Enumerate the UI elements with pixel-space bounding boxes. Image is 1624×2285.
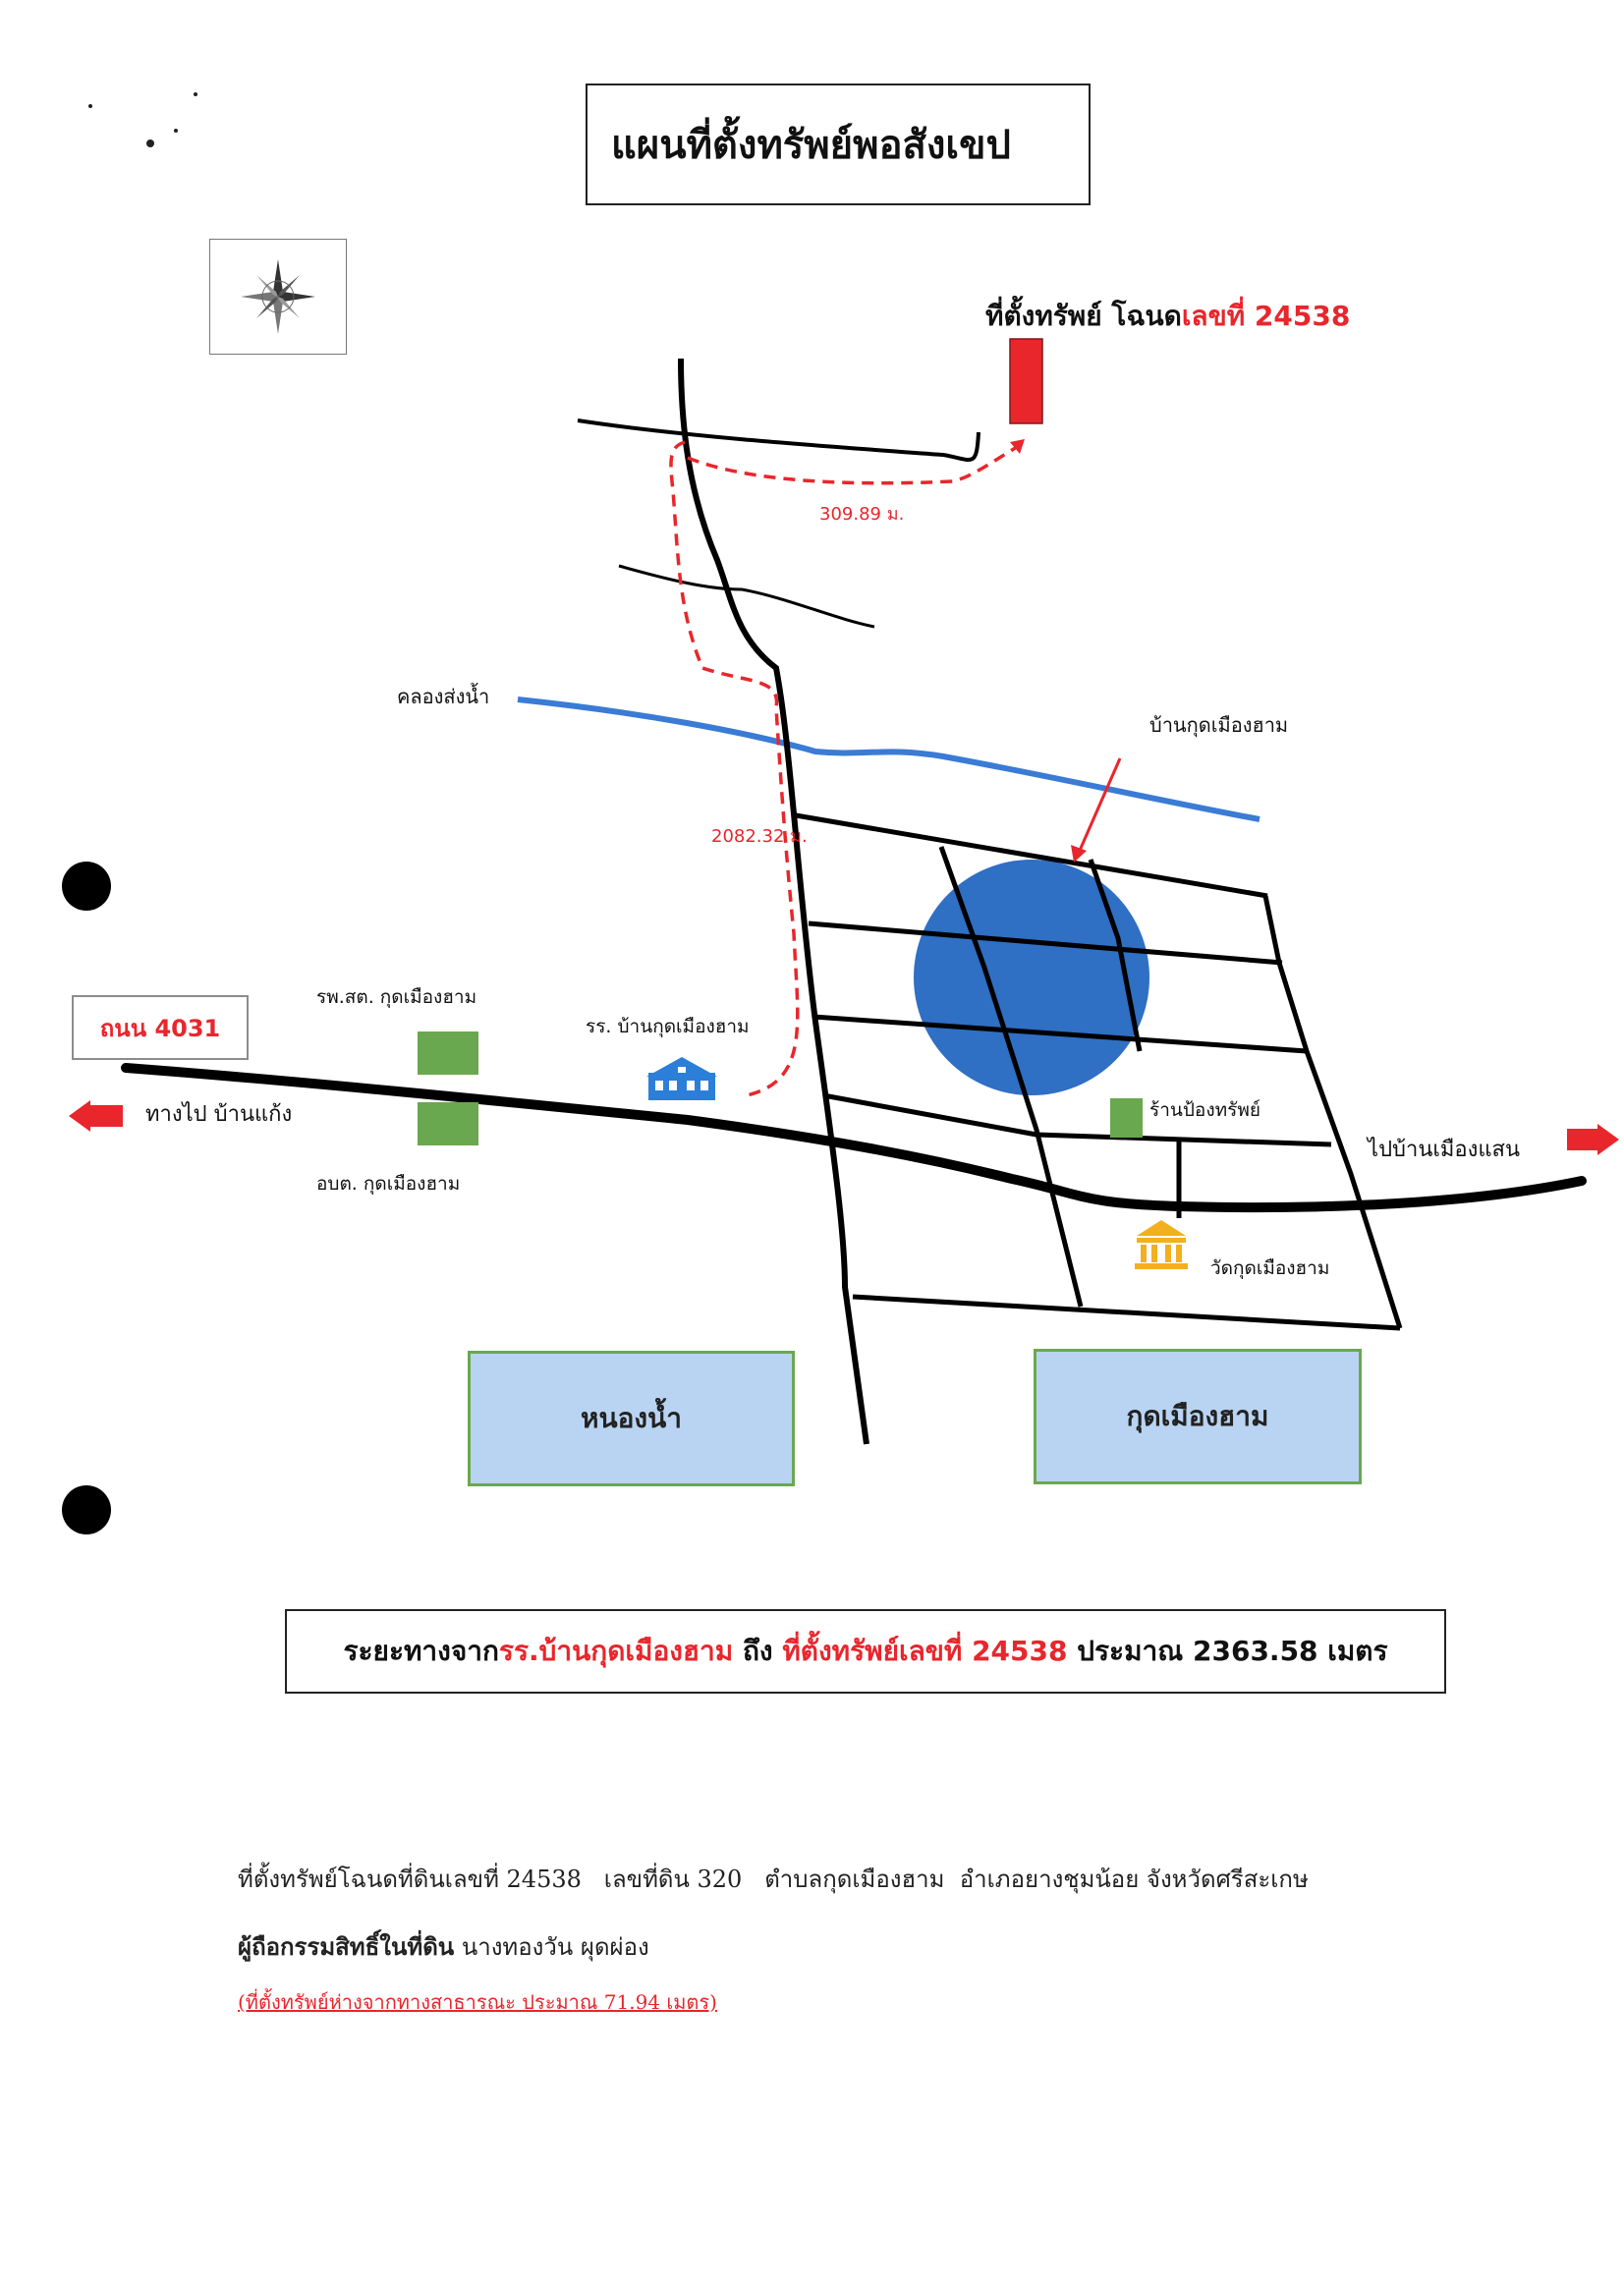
property-label: ที่ตั้งทรัพย์ โฉนดเลขที่ 24538 <box>985 295 1350 338</box>
road-4031-tag: ถนน 4031 <box>72 995 249 1060</box>
school-icon <box>646 1057 717 1100</box>
owner-label: ผู้ถือกรรมสิทธิ์ในที่ดิน <box>238 1932 455 1961</box>
shop-label: ร้านป้องทรัพย์ <box>1149 1099 1260 1121</box>
school-label: รร. บ้านกุดเมืองฮาม <box>586 1016 750 1037</box>
west-direction-label: ทางไป บ้านแก้ง <box>145 1102 293 1127</box>
sao-marker <box>418 1102 478 1145</box>
canal-line <box>517 697 1260 822</box>
owner-name: นางทองวัน ผุดผ่อง <box>454 1933 649 1961</box>
village-circle <box>914 860 1149 1095</box>
compass-rose-box <box>209 239 347 355</box>
canal-label: คลองส่งน้ำ <box>397 685 490 708</box>
distance-note-from: รร.บ้านกุดเมืองฮาม <box>498 1635 734 1667</box>
health-center-marker <box>418 1031 478 1075</box>
short-route-distance: 309.89 ม. <box>819 504 905 525</box>
shop-marker <box>1110 1098 1143 1138</box>
long-route-distance: 2082.32 ม. <box>711 826 808 847</box>
pond-area-label: หนองน้ำ <box>581 1402 682 1434</box>
pond-area: หนองน้ำ <box>468 1351 795 1486</box>
map-title: แผนที่ตั้งทรัพย์พอสังเขป <box>586 84 1091 205</box>
public-road-note: (ที่ตั้งทรัพย์ห่างจากทางสาธารณะ ประมาณ 7… <box>238 1990 717 2014</box>
property-label-prefix: ที่ตั้งทรัพย์ โฉนด <box>985 300 1182 332</box>
distance-note-part1: ระยะทางจาก <box>343 1635 499 1667</box>
property-label-suffix: เลขที่ 24538 <box>1181 300 1351 332</box>
distance-note-part3: ถึง <box>733 1635 783 1667</box>
north-road-1 <box>577 418 980 462</box>
owner-line: ผู้ถือกรรมสิทธิ์ในที่ดิน นางทองวัน ผุดผ่… <box>238 1927 649 1966</box>
district-area-label: กุดเมืองฮาม <box>1126 1400 1269 1432</box>
east-direction-label: ไปบ้านเมืองแสน <box>1368 1138 1521 1162</box>
map-title-text: แผนที่ตั้งทรัพย์พอสังเขป <box>611 123 1011 168</box>
sao-label: อบต. กุดเมืองฮาม <box>316 1173 461 1195</box>
arrow-right-icon <box>1567 1124 1619 1155</box>
north-road-2 <box>618 564 875 629</box>
route-short <box>687 445 1018 485</box>
route-long <box>669 440 800 1097</box>
arrow-left-icon <box>69 1100 123 1132</box>
village-roads <box>795 812 1403 1331</box>
district-area: กุดเมืองฮาม <box>1034 1349 1362 1484</box>
temple-label: วัดกุดเมืองฮาม <box>1210 1257 1330 1279</box>
distance-note-to: ที่ตั้งทรัพย์เลขที่ 24538 <box>782 1635 1068 1667</box>
village-label: บ้านกุดเมืองฮาม <box>1149 713 1289 737</box>
property-marker <box>1009 338 1043 424</box>
distance-note-part5: ประมาณ 2363.58 เมตร <box>1067 1635 1388 1667</box>
punch-hole-top <box>62 862 111 911</box>
distance-note: ระยะทางจากรร.บ้านกุดเมืองฮาม ถึง ที่ตั้ง… <box>285 1609 1446 1694</box>
compass-rose-icon <box>241 259 315 334</box>
health-center-label: รพ.สต. กุดเมืองฮาม <box>316 986 477 1008</box>
location-line: ที่ตั้งทรัพย์โฉนดที่ดินเลขที่ 24538 เลขท… <box>238 1866 1309 1893</box>
temple-icon <box>1135 1220 1188 1269</box>
road-4031-label: ถนน 4031 <box>99 1014 221 1042</box>
highway-4031 <box>121 1063 1587 1213</box>
village-pointer <box>1077 757 1122 854</box>
punch-hole-bottom <box>62 1485 111 1534</box>
